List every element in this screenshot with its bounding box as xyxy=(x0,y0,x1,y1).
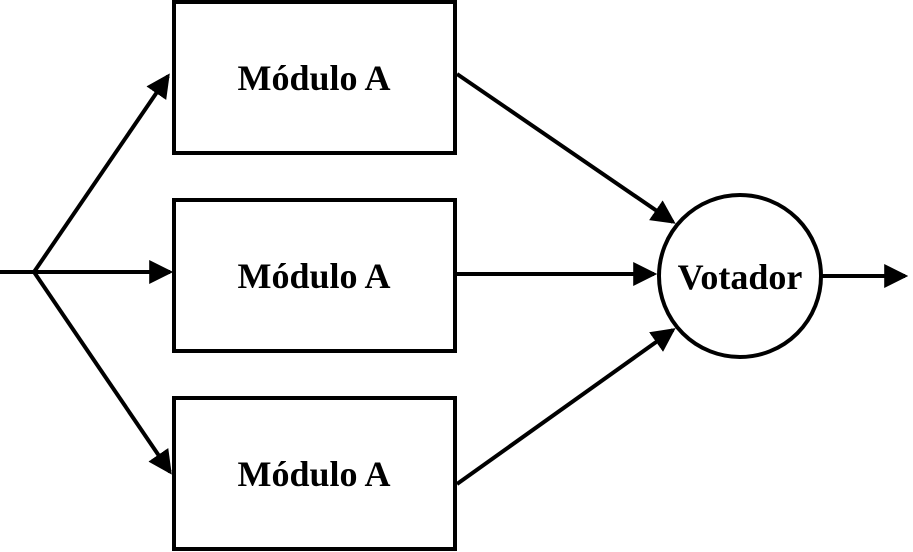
arrow-module-1-to-voter xyxy=(455,72,676,224)
module-label-1: Módulo A xyxy=(237,58,390,98)
module-box-2: Módulo A xyxy=(172,198,457,353)
module-box-1: Módulo A xyxy=(172,0,457,155)
voter-node: Votador xyxy=(657,193,823,359)
arrow-to-module-3 xyxy=(32,270,172,475)
voter-label: Votador xyxy=(678,257,803,297)
module-box-3: Módulo A xyxy=(172,396,457,551)
arrow-module-3-to-voter xyxy=(455,328,676,486)
module-label-2: Módulo A xyxy=(237,256,390,296)
arrow-to-module-1 xyxy=(32,73,170,274)
module-label-3: Módulo A xyxy=(237,454,390,494)
